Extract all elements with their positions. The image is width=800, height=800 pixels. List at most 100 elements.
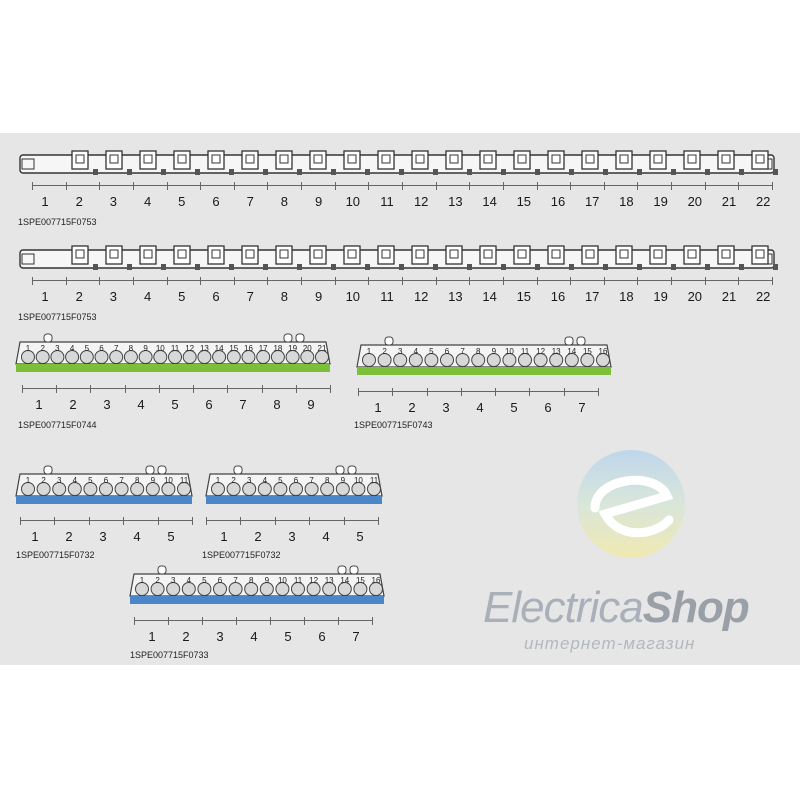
part-code: 1SPE007715F0733 <box>130 650 209 660</box>
rail-pin <box>127 264 132 270</box>
terminal-block-3-tick <box>88 517 90 525</box>
terminal-block-5-label: 6 <box>318 629 326 644</box>
screw-hole <box>145 482 160 496</box>
hole-number: 9 <box>341 476 346 485</box>
terminal-block-1-label: 1 <box>35 397 43 412</box>
long-rail-1-label: 22 <box>755 194 771 209</box>
hole-number: 7 <box>460 347 465 356</box>
rail-pin <box>535 169 540 175</box>
rail-terminal <box>581 150 599 170</box>
long-rail-2-label: 13 <box>448 289 463 304</box>
terminal-block-3-tick <box>54 517 56 525</box>
terminal-block-5-tick <box>236 617 237 625</box>
long-rail-2-label: 21 <box>721 289 737 304</box>
screw-hole <box>259 582 274 596</box>
screw-hole <box>564 353 579 367</box>
screw-hole <box>211 482 225 496</box>
hole-number: 10 <box>505 347 514 356</box>
screw-hole <box>291 582 305 596</box>
rail-terminal <box>649 150 667 170</box>
terminal-screw <box>687 154 697 164</box>
rail-terminal <box>241 150 259 170</box>
terminal-block-1-tick <box>90 385 92 393</box>
colored-base-bar <box>130 596 384 604</box>
hole-number: 3 <box>247 476 252 485</box>
rail-terminal <box>717 150 735 170</box>
terminal-block-1-label: 7 <box>239 397 247 412</box>
hole-number: 1 <box>216 476 221 485</box>
long-rail-1-tick <box>32 182 33 190</box>
long-rail-2-label: 1 <box>41 289 49 304</box>
terminal-block-4-label: 5 <box>356 529 364 544</box>
rail-terminal <box>173 150 191 170</box>
long-rail-1-tick <box>435 182 437 190</box>
long-rail-2-label: 10 <box>345 289 361 304</box>
hole-number: 3 <box>398 347 403 356</box>
screw-hole <box>21 350 35 364</box>
rail-pin <box>365 264 370 270</box>
long-rail-2-tick <box>671 277 673 285</box>
terminal-screw <box>415 154 425 164</box>
rail-terminal <box>241 245 259 265</box>
cover-latch-right <box>337 565 347 575</box>
screw-hole <box>35 350 50 364</box>
rail-pin <box>705 264 710 270</box>
hole-number: 18 <box>273 344 282 353</box>
long-rail-1-label: 18 <box>619 194 634 209</box>
cover-latch-left <box>157 565 167 575</box>
terminal-screw <box>347 154 357 164</box>
long-rail-1-tick <box>301 182 303 190</box>
long-rail-2-label: 18 <box>619 289 634 304</box>
long-rail-2-tick <box>334 277 336 285</box>
screw-hole <box>213 582 227 596</box>
hole-number: 11 <box>180 476 189 485</box>
terminal-screw <box>551 154 561 164</box>
screw-hole <box>300 350 315 364</box>
hole-number: 7 <box>233 576 238 585</box>
rail-pin <box>501 169 506 175</box>
terminal-screw <box>109 249 119 259</box>
long-rail-2-label: 4 <box>143 289 152 304</box>
long-rail-2-tick <box>570 277 572 285</box>
screw-hole <box>580 353 595 367</box>
long-rail-2-label: 19 <box>653 289 668 304</box>
long-rail-2-tick <box>301 277 303 285</box>
screw-hole <box>79 350 94 364</box>
hole-number: 3 <box>57 476 62 485</box>
long-rail-1-tick <box>132 182 134 190</box>
terminal-block-2-tick <box>392 388 394 396</box>
screw-hole <box>226 482 241 496</box>
terminal-block-1-label: 5 <box>171 397 179 412</box>
watermark-logo: ElectricaShop <box>483 583 750 633</box>
screw-hole <box>315 350 329 364</box>
long-rail-2-label: 14 <box>482 289 497 304</box>
hole-number: 16 <box>244 344 253 353</box>
rail-pin <box>195 264 200 270</box>
terminal-block-5-tick <box>338 617 339 625</box>
hole-number: 19 <box>288 344 297 353</box>
terminal-block-2-tick <box>529 388 531 396</box>
terminal-block-1-tick <box>295 385 297 393</box>
terminal-block-1-tick <box>22 385 23 393</box>
rail-pin <box>535 264 540 270</box>
long-rail-1-label: 2 <box>75 194 83 209</box>
hole-number: 15 <box>229 344 238 353</box>
terminal-block-1-label: 4 <box>137 397 145 412</box>
long-rail-1-label: 13 <box>448 194 463 209</box>
hole-number: 8 <box>135 476 140 485</box>
terminal-screw <box>483 249 493 259</box>
long-rail-1-tick <box>603 182 605 190</box>
rail-terminal <box>207 245 225 265</box>
rail-terminal <box>547 150 565 170</box>
screw-hole <box>241 350 256 364</box>
screw-hole <box>533 353 548 367</box>
rail-terminal <box>445 150 463 170</box>
terminal-block-5-tick <box>168 617 169 625</box>
rail-pin <box>671 169 676 175</box>
long-rail-2-label: 22 <box>755 289 771 304</box>
long-rail-2-tick <box>166 277 168 285</box>
cover-latch-left <box>233 465 243 475</box>
screw-hole <box>257 482 272 496</box>
screw-hole <box>197 350 212 364</box>
hole-number: 5 <box>88 476 93 485</box>
